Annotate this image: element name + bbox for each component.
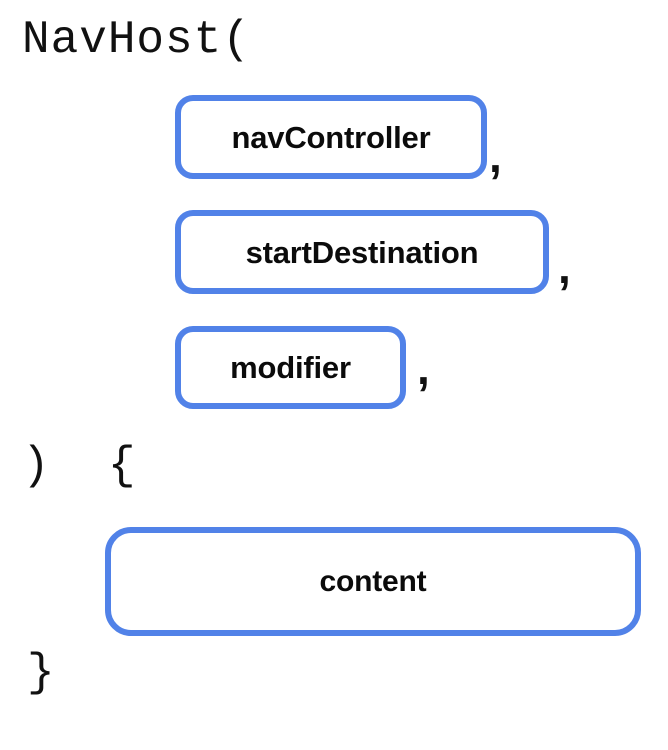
- param-box-startdestination[interactable]: startDestination: [175, 210, 549, 294]
- comma-after-startdestination: ,: [558, 241, 571, 293]
- param-box-modifier[interactable]: modifier: [175, 326, 406, 409]
- param-label-navcontroller: navController: [231, 119, 431, 155]
- comma-after-navcontroller: ,: [489, 130, 502, 182]
- param-box-navcontroller[interactable]: navController: [175, 95, 487, 179]
- code-token-close-brace: }: [27, 647, 56, 699]
- code-token-close-paren-open-brace: ) {: [22, 440, 137, 492]
- comma-after-modifier: ,: [417, 342, 430, 394]
- param-label-startdestination: startDestination: [245, 234, 479, 270]
- param-label-content: content: [319, 564, 427, 598]
- code-token-open-call: NavHost(: [22, 14, 251, 66]
- param-label-modifier: modifier: [230, 350, 351, 385]
- param-box-content[interactable]: content: [105, 527, 641, 636]
